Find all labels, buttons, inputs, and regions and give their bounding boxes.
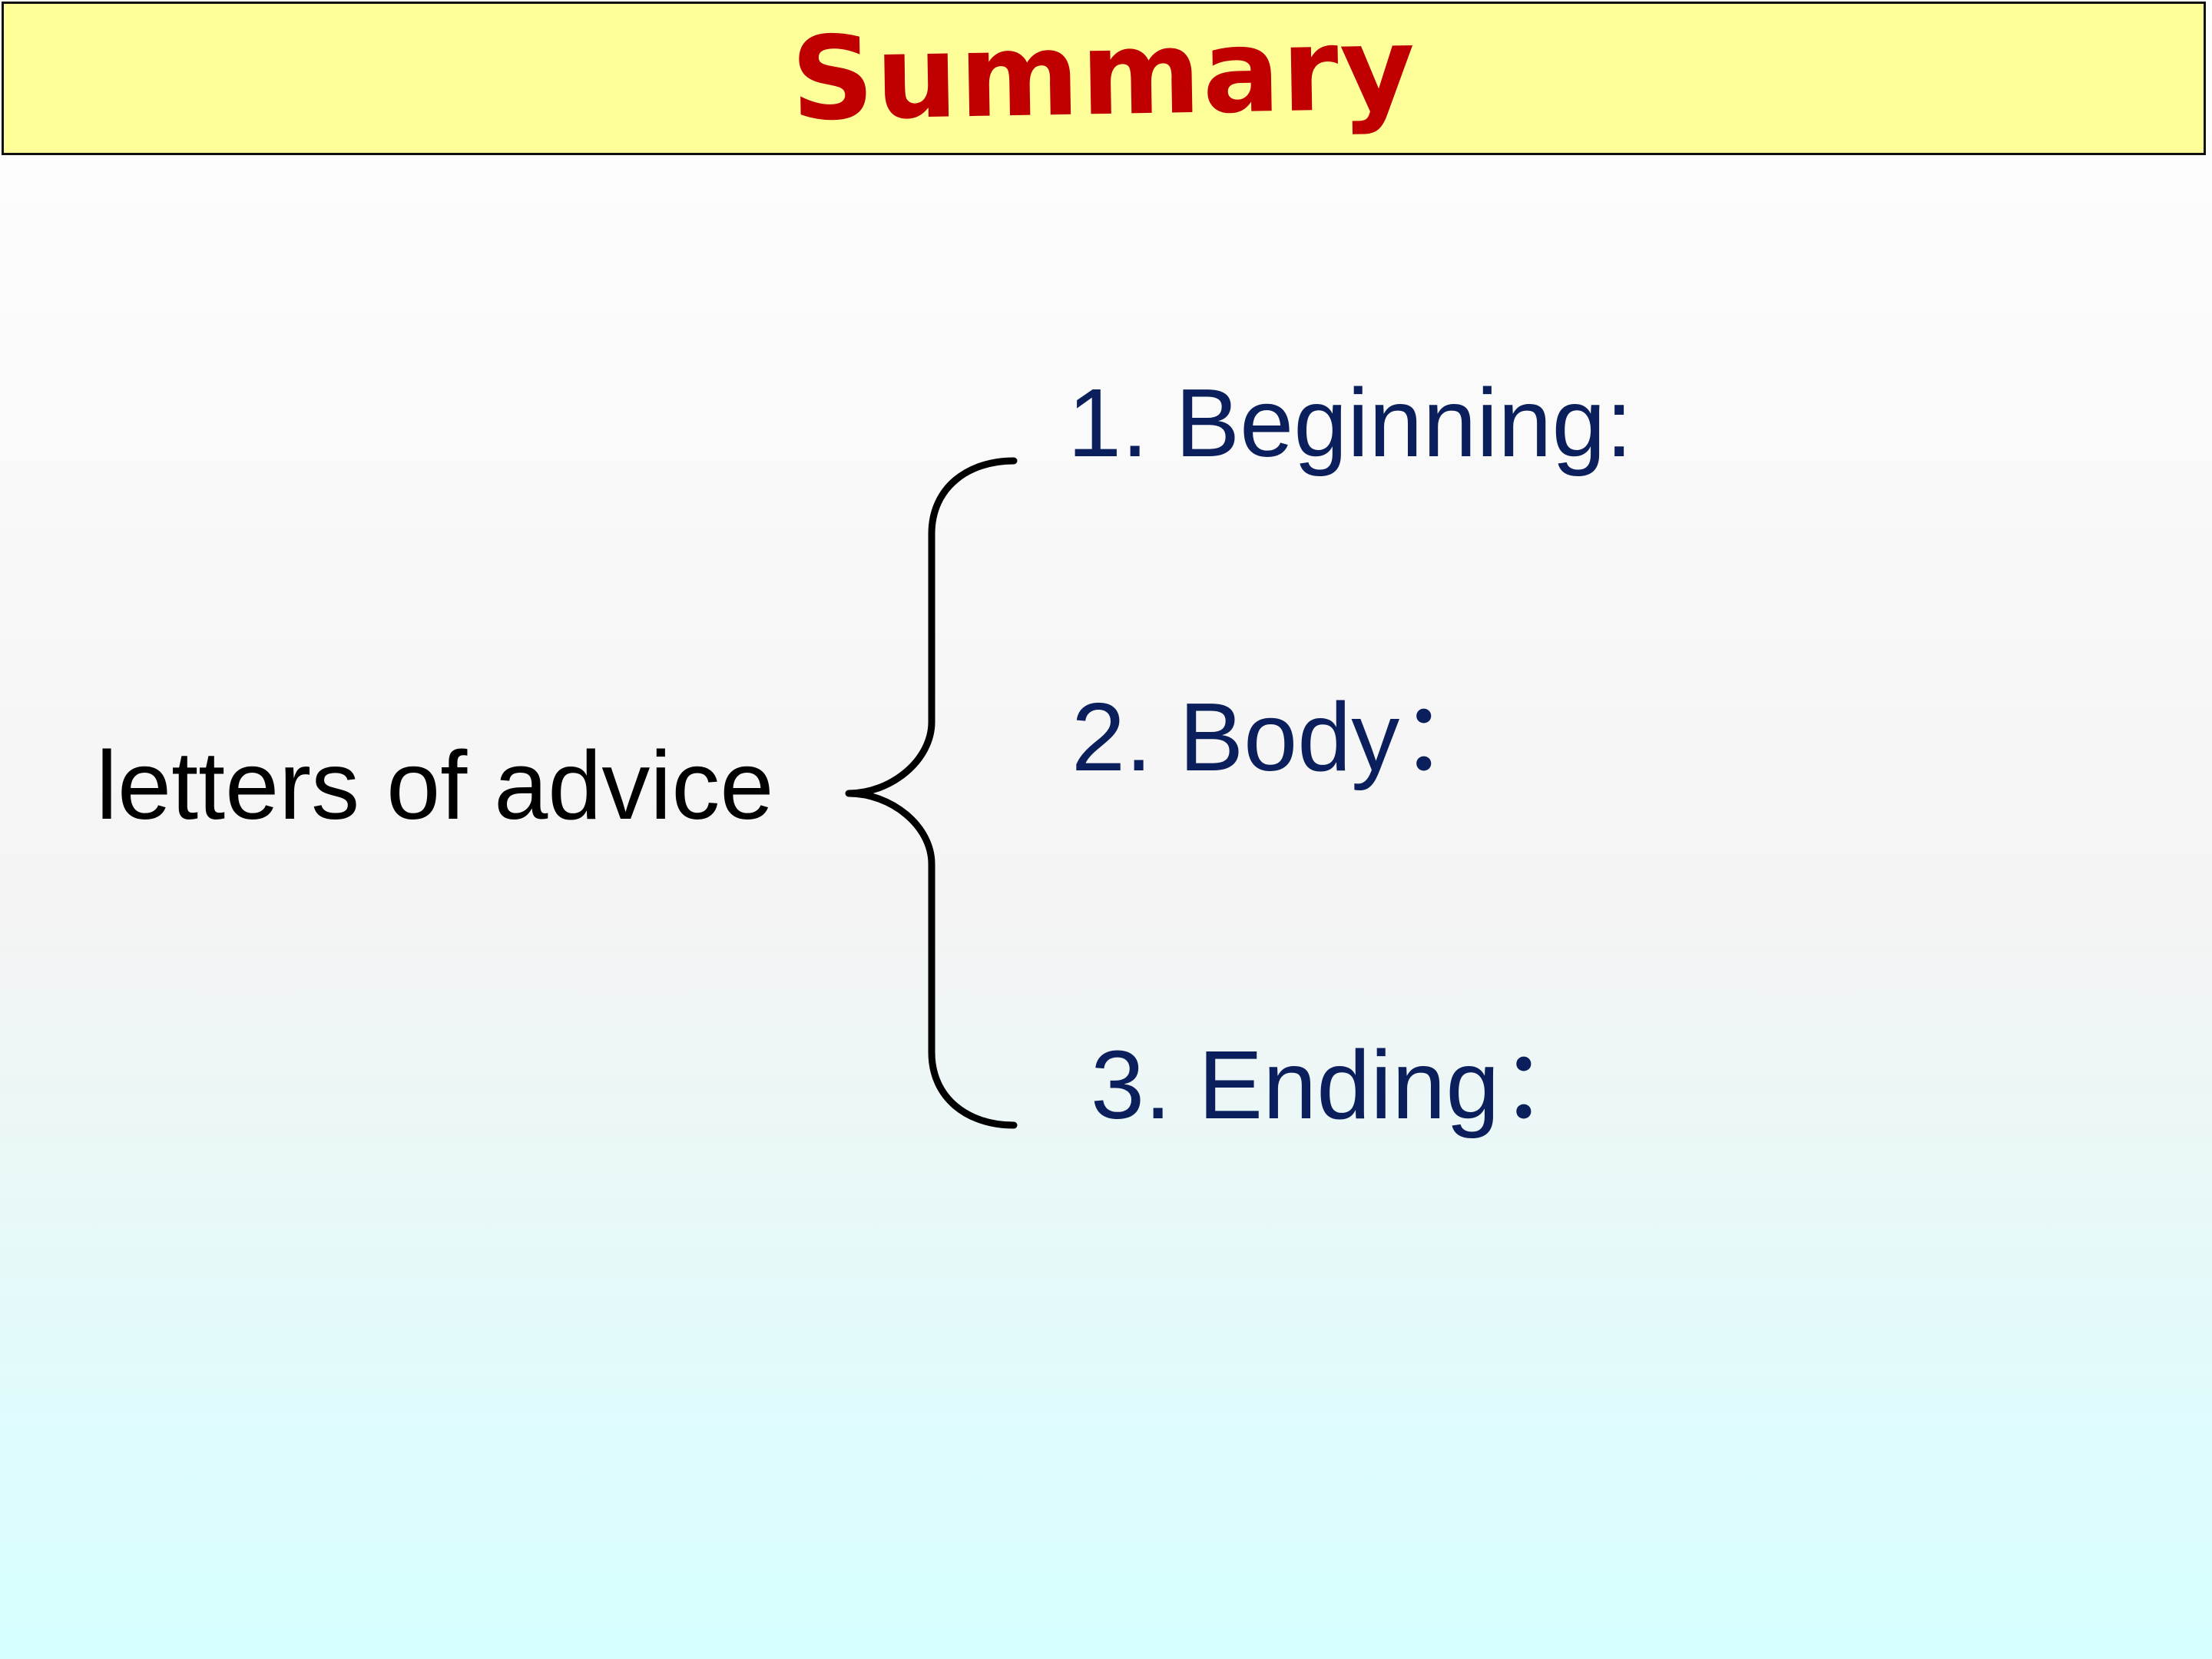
item-ending: 3. Ending： — [1091, 1031, 1597, 1139]
slide-title: Summary — [790, 2, 1418, 147]
item-beginning: 1. Beginning: — [1068, 369, 1633, 477]
topic-label: letters of advice — [96, 731, 774, 839]
title-bar: Summary — [2, 2, 2206, 155]
item-body: 2. Body： — [1071, 683, 1497, 791]
curly-brace-icon — [845, 457, 1018, 1129]
